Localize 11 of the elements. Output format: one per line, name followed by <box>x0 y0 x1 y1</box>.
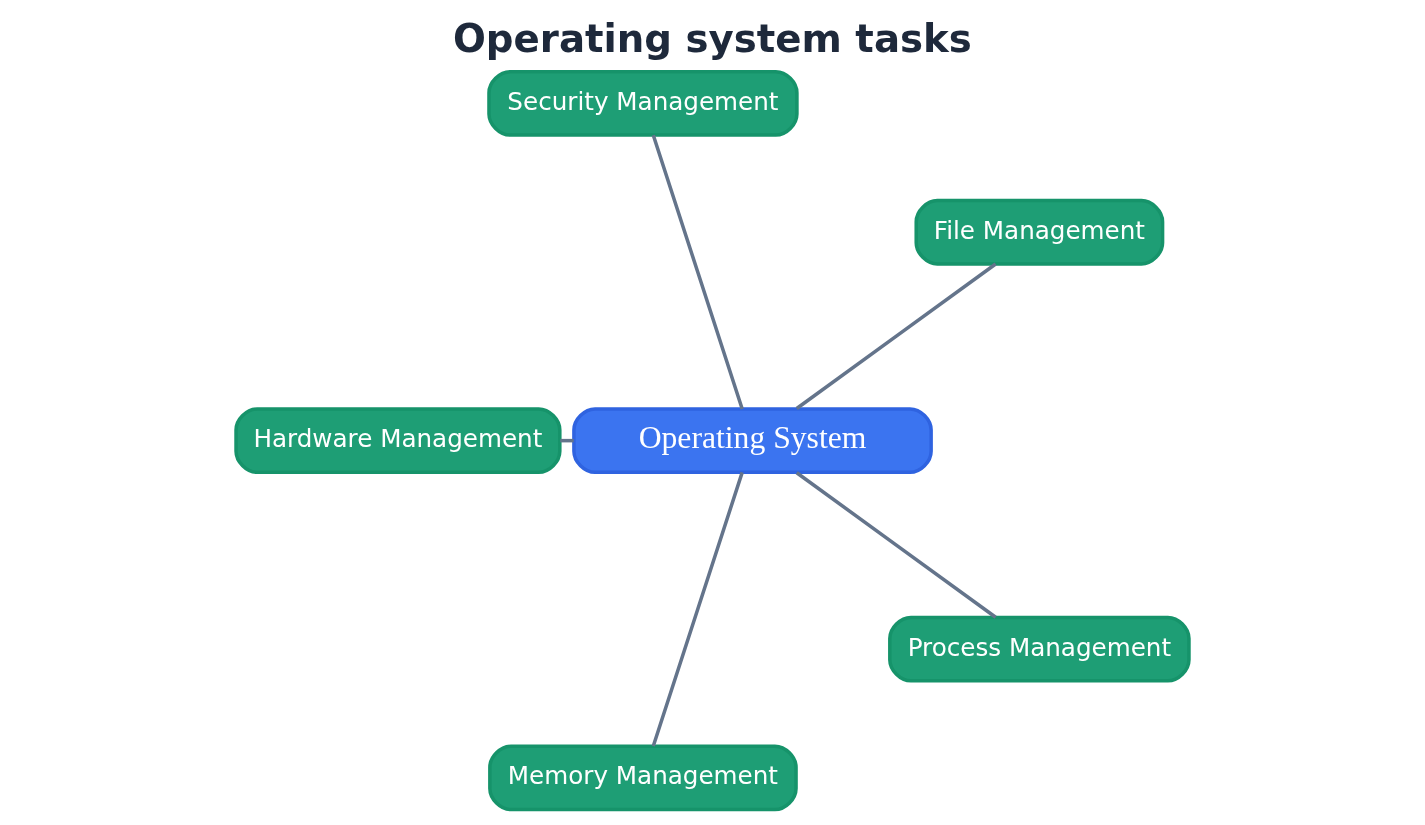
node-box: File Management <box>914 198 1165 266</box>
node-box: Operating System <box>572 407 933 475</box>
connector <box>795 471 997 619</box>
node-box: Process Management <box>888 615 1191 683</box>
connector <box>795 262 997 410</box>
node-box: Security Management <box>487 69 799 137</box>
node-box: Memory Management <box>488 744 798 812</box>
connector <box>651 134 744 410</box>
diagram-title: Operating system tasks <box>452 15 972 61</box>
connector <box>651 471 744 747</box>
node-box: Hardware Management <box>234 407 562 475</box>
